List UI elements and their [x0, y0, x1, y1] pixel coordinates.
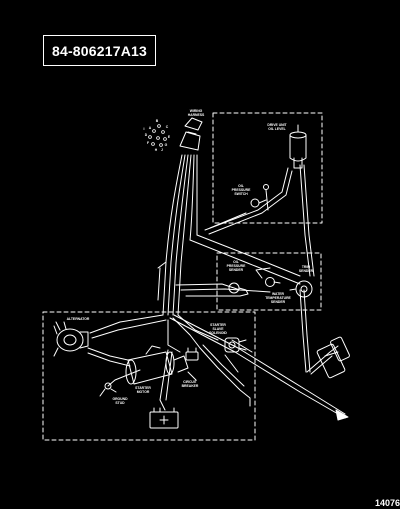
- label-oil-pressure-sender-2: PRESSURE: [227, 264, 246, 268]
- water-temperature-sender: [255, 267, 281, 287]
- starter-slave-solenoid: [224, 337, 247, 353]
- label-slave-solenoid-3: SOLENOID: [209, 331, 227, 335]
- pin-g: G: [165, 143, 168, 147]
- pin-d: D: [145, 133, 148, 137]
- harness-connector: [179, 117, 203, 151]
- oil-pressure-switch: [250, 184, 269, 211]
- label-slave-solenoid-1: STARTER: [210, 323, 226, 327]
- pin-c: C: [166, 125, 169, 129]
- figure-number: 14076: [374, 498, 400, 508]
- upper-branch: [189, 164, 315, 285]
- alternator: [53, 321, 89, 357]
- label-starter-motor-1: STARTER: [135, 386, 151, 390]
- label-trim-sender-2: SENDER: [299, 269, 314, 273]
- label-wiring-harness-1: WIRING: [190, 109, 203, 113]
- sender-branch: [175, 283, 271, 297]
- label-drive-unit-1: DRIVE UNIT: [267, 123, 287, 127]
- trim-lead: [169, 289, 346, 419]
- label-trim-sender-1: TRIM: [302, 265, 310, 269]
- label-wiring-harness-2: HARNESS: [188, 113, 205, 117]
- part-number: 84-806217A13: [51, 42, 148, 59]
- battery: [149, 407, 179, 429]
- harness-pin-letters: A B C D E F G H I J: [144, 119, 171, 152]
- drive-unit-oil-reservoir: [289, 124, 307, 169]
- label-starter-motor-2: MOTOR: [137, 390, 150, 394]
- trim-sender: [289, 280, 313, 298]
- starter-motor: [125, 345, 189, 385]
- alternator-branch: [87, 261, 167, 367]
- label-slave-solenoid-2: SLAVE: [212, 327, 224, 331]
- label-ground-stud-1: GROUND: [112, 397, 128, 401]
- pin-j: J: [161, 148, 163, 152]
- label-ground-stud-2: STUD: [115, 401, 125, 405]
- label-circuit-breaker-2: BREAKER: [182, 384, 199, 388]
- pin-f: F: [147, 141, 149, 145]
- pin-i: I: [144, 127, 145, 131]
- label-oil-pressure-sender-3: SENDER: [229, 268, 244, 272]
- oil-pressure-sender: [228, 282, 249, 297]
- pin-h: H: [155, 148, 158, 152]
- pin-a: A: [149, 126, 152, 130]
- label-oil-pressure-sender-1: OIL: [233, 260, 239, 264]
- starter-zone: [42, 311, 256, 441]
- label-drive-unit-2: OIL LEVEL: [268, 127, 285, 131]
- label-water-temp-1: WATER: [272, 292, 285, 296]
- sender-zone: [216, 252, 322, 311]
- drive-unit-zone: [212, 112, 323, 224]
- harness-trunk: [162, 154, 198, 316]
- label-water-temp-2: TEMPERATURE: [265, 296, 291, 300]
- part-number-box: 84-806217A13: [43, 35, 156, 66]
- label-oil-pressure-switch-3: SWITCH: [234, 192, 248, 196]
- label-oil-pressure-switch-1: OIL: [238, 184, 244, 188]
- starter-wiring: [107, 314, 253, 411]
- pin-e: E: [168, 135, 171, 139]
- label-oil-pressure-switch-2: PRESSURE: [232, 188, 251, 192]
- ground-stud: [99, 382, 117, 397]
- lead-arrow: [335, 409, 349, 421]
- pin-b: B: [156, 119, 159, 123]
- label-circuit-breaker-1: CIRCUIT: [183, 380, 198, 384]
- label-water-temp-3: SENDER: [271, 300, 286, 304]
- trim-connector: [316, 336, 350, 379]
- label-alternator: ALTERNATOR: [67, 317, 90, 321]
- circuit-breaker: [185, 347, 199, 361]
- svg-text:ALTERNATOR: ALTERNATOR: [67, 317, 90, 321]
- harness-pin-layout: [148, 124, 167, 147]
